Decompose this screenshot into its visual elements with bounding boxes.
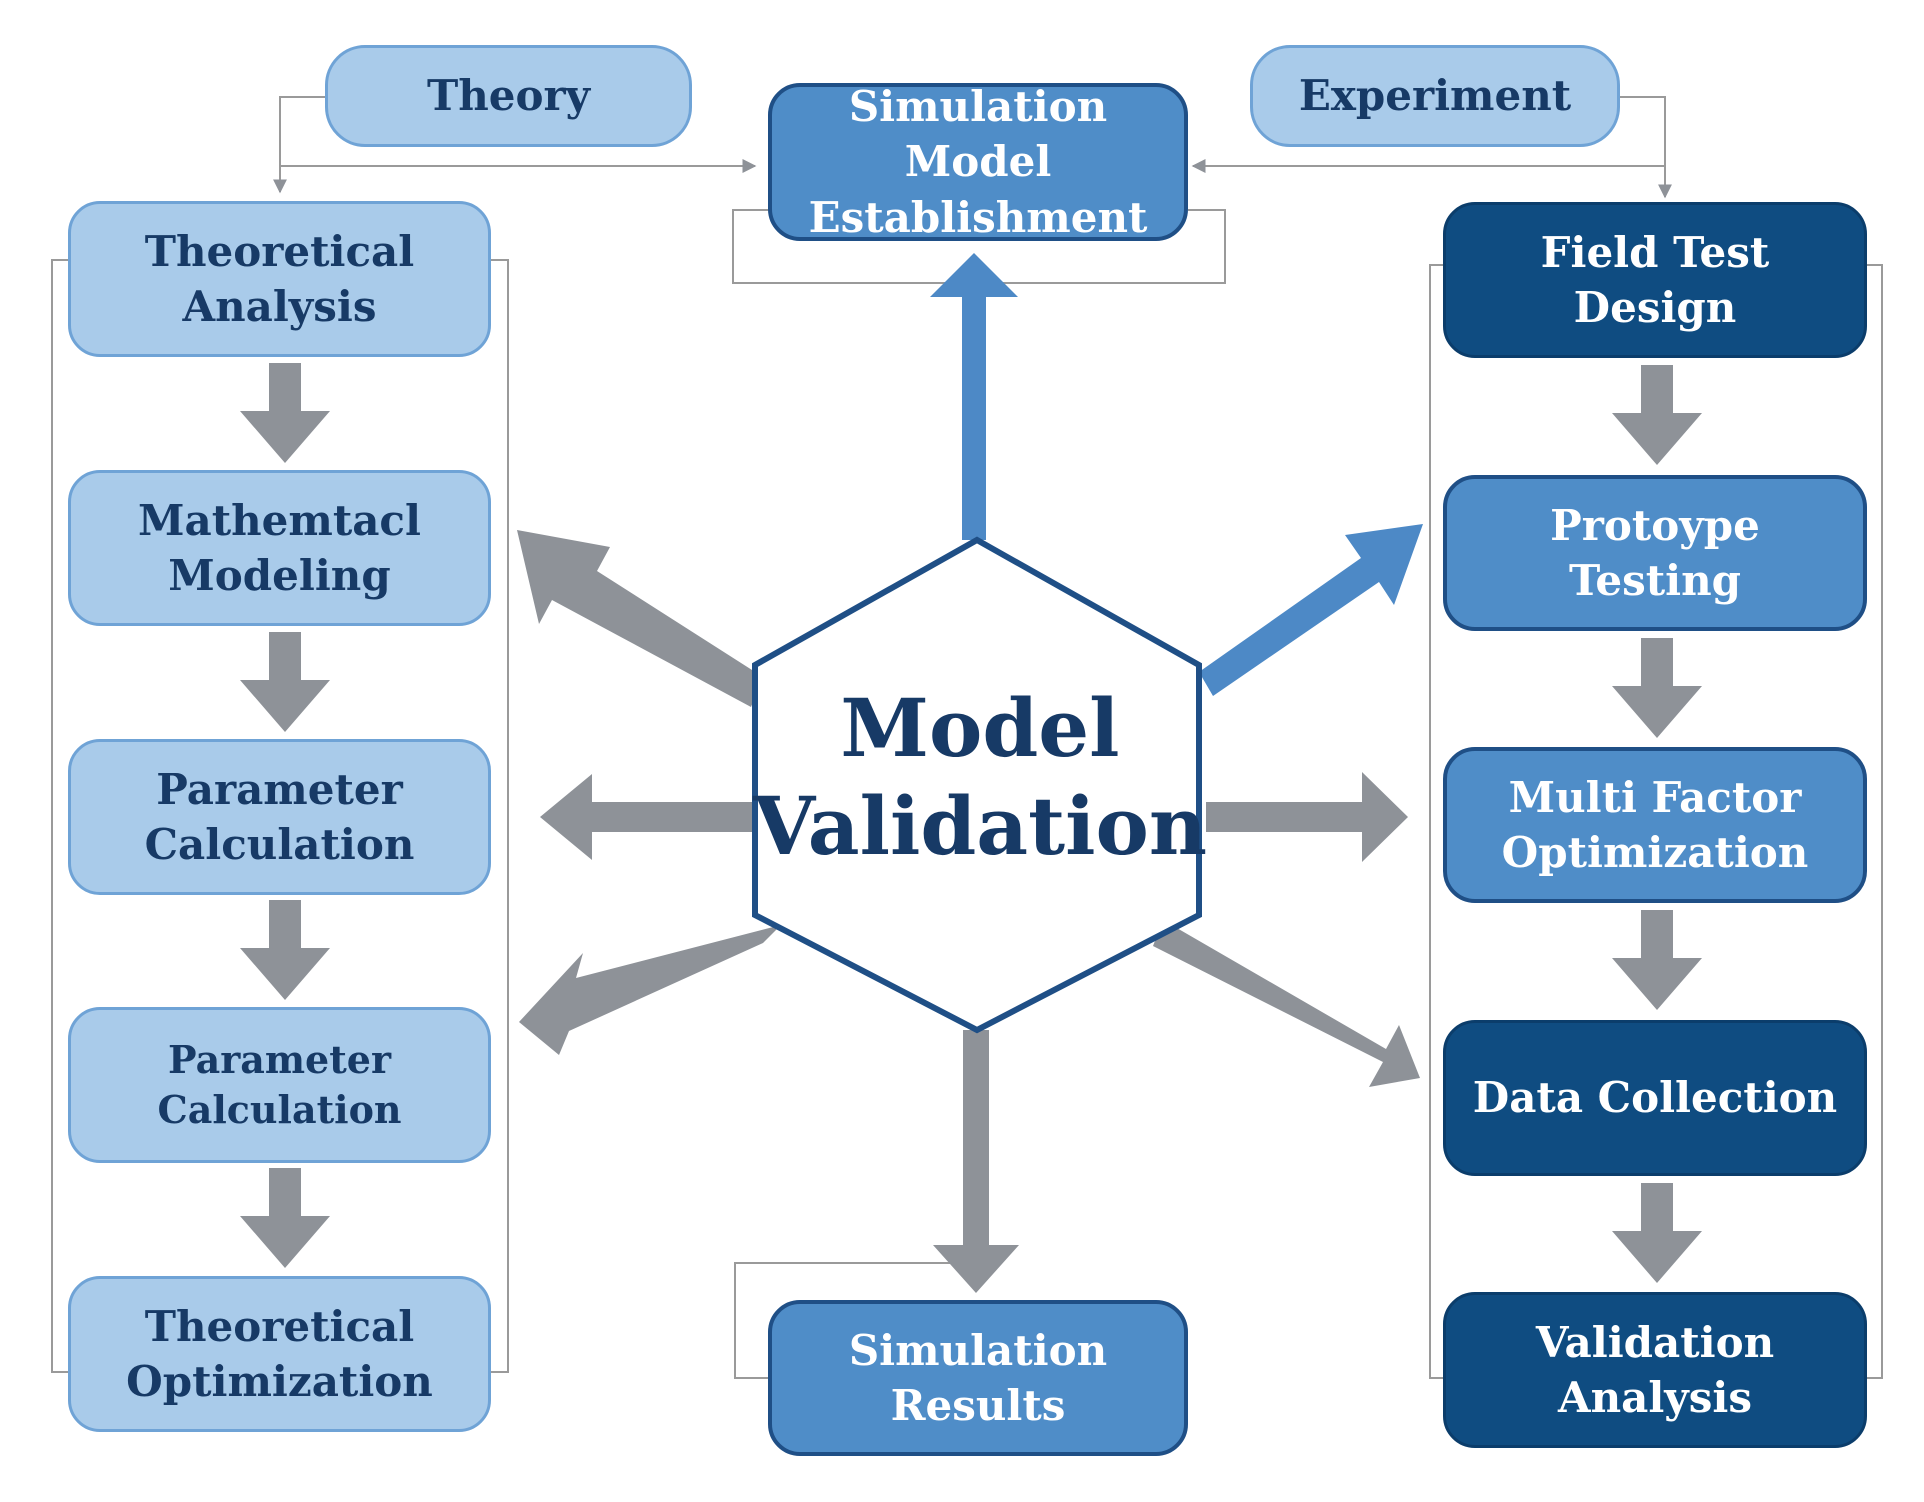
- arrow-to-right-lower: [1153, 920, 1420, 1087]
- arrow-to-left-middle: [540, 774, 752, 860]
- left-node-label: Theoretical Optimization: [126, 1301, 433, 1406]
- theory-to-analysis-connector: [273, 96, 325, 194]
- radial-arrows: [517, 253, 1423, 1293]
- right-node-multi-factor-optimization: Multi Factor Optimization: [1443, 747, 1867, 903]
- center-title-line2: Validation: [753, 778, 1207, 873]
- right-node-validation-analysis: Validation Analysis: [1443, 1292, 1867, 1448]
- right-down-arrow-3: [1612, 910, 1702, 1010]
- right-column-bracket-outer: [1866, 264, 1883, 1379]
- left-node-parameter-calculation-2: Parameter Calculation: [68, 1007, 491, 1163]
- right-flow-arrows: [1612, 365, 1702, 1283]
- arrow-to-right-upper: [1199, 524, 1423, 696]
- left-node-label: Parameter Calculation: [157, 1036, 402, 1132]
- left-down-arrow-1: [240, 363, 330, 463]
- left-node-parameter-calculation: Parameter Calculation: [68, 739, 491, 895]
- experiment-label: Experiment: [1298, 71, 1572, 121]
- left-column-bracket-inner: [490, 259, 509, 1373]
- experiment-to-field-test-connector: [1620, 96, 1672, 199]
- theory-label: Theory: [426, 71, 591, 121]
- left-down-arrow-4: [240, 1168, 330, 1268]
- right-column-bracket: [1429, 264, 1448, 1379]
- experiment-node: Experiment: [1250, 45, 1620, 147]
- right-node-label: Multi Factor Optimization: [1501, 772, 1809, 877]
- right-node-data-collection: Data Collection: [1443, 1020, 1867, 1176]
- arrow-to-left-lower: [519, 925, 781, 1055]
- right-node-label: Field Test Design: [1540, 227, 1770, 332]
- results-bracket: [734, 1262, 980, 1379]
- arrow-to-left-upper: [517, 530, 763, 707]
- simulation-results-node: Simulation Results: [768, 1300, 1188, 1456]
- right-node-label: Protoype Testing: [1550, 500, 1760, 605]
- right-down-arrow-2: [1612, 638, 1702, 738]
- left-down-arrow-3: [240, 900, 330, 1000]
- center-title: Model Validation: [750, 680, 1210, 875]
- simulation-results-label: Simulation Results: [848, 1325, 1108, 1430]
- right-node-field-test-design: Field Test Design: [1443, 202, 1867, 358]
- simulation-model-node: Simulation Model Establishment: [768, 82, 1188, 242]
- left-node-mathematical-modeling: Mathemtacl Modeling: [68, 470, 491, 626]
- right-down-arrow-4: [1612, 1183, 1702, 1283]
- left-node-label: Theoretical Analysis: [144, 226, 415, 331]
- theory-node: Theory: [325, 45, 692, 147]
- left-flow-arrows: [240, 363, 330, 1268]
- left-node-theoretical-optimization: Theoretical Optimization: [68, 1276, 491, 1432]
- center-title-line1: Model: [840, 681, 1120, 775]
- left-node-label: Mathemtacl Modeling: [138, 495, 421, 600]
- arrow-down-to-results: [933, 1030, 1019, 1293]
- center-hexagon: [752, 536, 1202, 1034]
- simulation-model-label: Simulation Model Establishment: [808, 81, 1148, 242]
- right-node-label: Validation Analysis: [1535, 1317, 1775, 1422]
- left-node-label: Parameter Calculation: [144, 764, 415, 869]
- right-node-label: Data Collection: [1472, 1073, 1838, 1123]
- right-node-prototype-testing: Protoype Testing: [1443, 475, 1867, 631]
- arrow-to-right-middle: [1206, 772, 1408, 862]
- arrow-up-to-simulation: [930, 253, 1018, 540]
- left-down-arrow-2: [240, 632, 330, 732]
- left-node-theoretical-analysis: Theoretical Analysis: [68, 201, 491, 357]
- right-down-arrow-1: [1612, 365, 1702, 465]
